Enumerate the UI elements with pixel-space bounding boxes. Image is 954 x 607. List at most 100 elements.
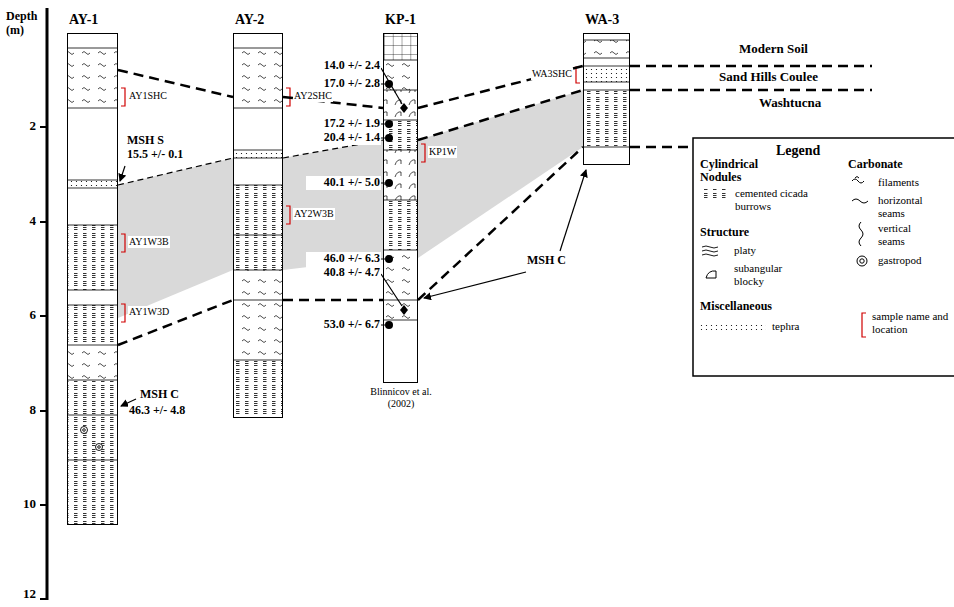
horizontal-seam-symbol xyxy=(852,199,868,203)
date-dot xyxy=(385,134,393,142)
date-value: 40.8 +/- 4.7 xyxy=(306,266,381,280)
sample-name: AY2W3B xyxy=(293,208,335,220)
legend-title: Legend xyxy=(776,143,820,159)
unit-name: Washtucna xyxy=(758,96,822,111)
legend-symbols xyxy=(700,177,868,338)
filament-unit xyxy=(383,60,418,90)
unit-boundary xyxy=(67,48,118,460)
filament-unit xyxy=(67,345,118,380)
axis-title: Depth (m) xyxy=(6,10,48,38)
sample-bracket xyxy=(121,67,580,322)
burrow-unit xyxy=(383,120,418,150)
burrow-unit xyxy=(583,90,630,147)
gastropod-symbol xyxy=(81,427,103,451)
filament-symbol xyxy=(852,177,864,184)
burrow-unit xyxy=(67,380,118,525)
legend-heading: Miscellaneous xyxy=(700,300,772,314)
date-value: 53.0 +/- 6.7 xyxy=(306,318,381,332)
tephra-symbol xyxy=(700,322,766,332)
axis-tick xyxy=(40,127,47,599)
depth-axis xyxy=(46,8,49,600)
leader-line xyxy=(381,68,402,306)
correlation-line xyxy=(418,90,583,140)
blocky-unit xyxy=(383,90,418,120)
sample-name: AY1W3B xyxy=(128,236,170,248)
date-value: 46.0 +/- 6.3 xyxy=(306,252,381,266)
burrow-unit xyxy=(383,200,418,250)
date-value: 40.1 +/- 5.0 xyxy=(306,176,381,190)
date-diamond xyxy=(400,305,408,315)
column-title: AY-2 xyxy=(235,12,264,28)
axis-number: 6 xyxy=(14,308,36,323)
tephra-name: MSH C xyxy=(526,254,567,268)
date-dot xyxy=(385,120,393,128)
blocky-unit xyxy=(383,150,418,200)
gastropod-symbol xyxy=(857,256,867,266)
unit-boundary xyxy=(233,48,283,360)
section-column: WA-3 xyxy=(583,33,630,165)
legend-text: platy xyxy=(734,244,756,257)
kp1-units xyxy=(383,33,418,320)
tephra-unit xyxy=(233,150,283,158)
date-dot xyxy=(385,179,393,187)
legend-box xyxy=(693,138,954,376)
sample-name: AY1SHC xyxy=(128,90,168,102)
tephra-name: MSH C xyxy=(139,388,180,402)
washtucna-band xyxy=(118,158,233,318)
sample-name: AY1W3D xyxy=(128,306,170,318)
tephra-age: 46.3 +/- 4.8 xyxy=(128,404,186,418)
legend-heading: Structure xyxy=(700,226,749,240)
legend-text: sample name and location xyxy=(872,310,950,335)
tephra-age: 15.5 +/- 0.1 xyxy=(126,148,184,162)
ay1-units xyxy=(67,48,118,525)
burrow-symbol xyxy=(700,188,730,198)
axis-number: 10 xyxy=(14,497,36,512)
correlation-line xyxy=(118,300,233,345)
legend-text: cemented cicada burrows xyxy=(735,187,815,212)
vertical-seam-symbol xyxy=(859,222,863,246)
correlation-line xyxy=(283,299,383,302)
correlation-line xyxy=(418,66,583,108)
legend-heading: Carbonate xyxy=(848,158,903,172)
legend-text: tephra xyxy=(772,320,799,333)
sample-name: KP1W xyxy=(428,146,457,158)
sample-name: WA3SHC xyxy=(531,68,573,80)
date-markers xyxy=(381,68,408,329)
gastropod-symbol xyxy=(860,259,864,263)
leader-arrow xyxy=(424,272,526,298)
legend-heading: Cylindrical xyxy=(700,158,758,172)
date-dot xyxy=(385,321,393,329)
burrow-unit xyxy=(233,360,283,418)
axis-number: 8 xyxy=(14,403,36,418)
platy-symbol xyxy=(702,246,718,256)
washtucna-band xyxy=(283,140,383,270)
legend-text: horizontal seams xyxy=(878,194,948,219)
leader-arrow xyxy=(560,170,586,251)
blocky-symbol xyxy=(706,271,716,278)
leader-arrow xyxy=(120,166,125,181)
filament-unit xyxy=(583,40,630,55)
burrow-unit xyxy=(67,305,118,345)
ay2-units xyxy=(233,48,283,418)
date-dot xyxy=(385,255,393,263)
wa3-units xyxy=(583,40,630,147)
unit-line xyxy=(630,66,872,90)
axis-number: 4 xyxy=(14,214,36,229)
sample-bracket xyxy=(862,313,866,337)
unit-line xyxy=(630,146,690,149)
section-column: AY-1 xyxy=(67,33,118,525)
correlation-line xyxy=(418,147,583,300)
date-value: 17.0 +/- 2.8 xyxy=(306,77,381,91)
grid-unit xyxy=(383,33,418,60)
date-dot xyxy=(385,80,393,88)
date-value: 20.4 +/- 1.4 xyxy=(306,131,381,145)
column-title: WA-3 xyxy=(585,12,619,28)
legend-text: vertical seams xyxy=(878,222,938,247)
date-value: 14.0 +/- 2.4 xyxy=(306,59,381,73)
column-title: KP-1 xyxy=(385,12,416,28)
burrow-unit xyxy=(233,185,283,270)
washtucna-band xyxy=(418,90,583,258)
axis-number: 2 xyxy=(14,119,36,134)
section-column: KP-1 xyxy=(383,33,418,383)
legend-text: gastropod xyxy=(878,254,921,267)
